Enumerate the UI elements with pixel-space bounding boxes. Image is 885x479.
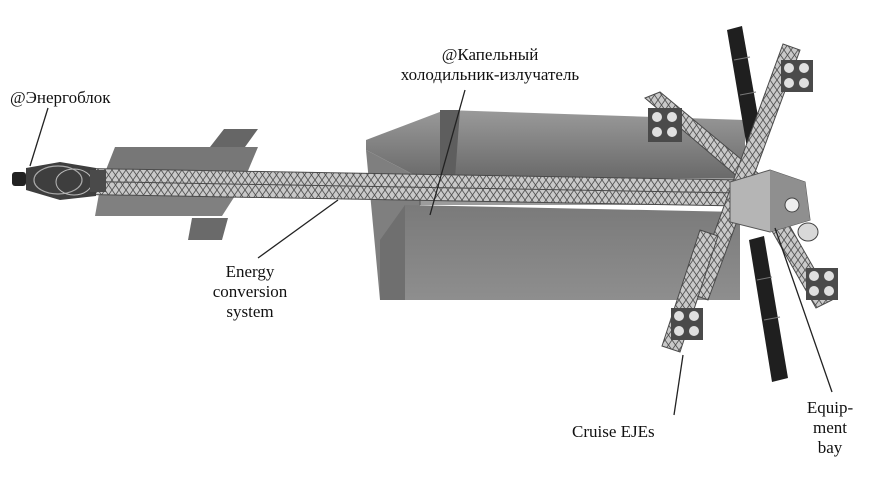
label-bay-line-3: bay [817,438,843,457]
engine-pod [806,268,838,300]
label-radiator-line-2: холодильник-излучатель [400,65,580,84]
label-droplet-radiator: @Капельный холодильник-излучатель [375,45,605,85]
label-cruise-ejes: Cruise EJEs [572,422,655,441]
equipment-bay [729,169,819,242]
label-energy-conversion-system: Energy conversion system [190,262,310,322]
label-power-unit: @Энергоблок [10,88,111,107]
label-equipment-bay: Equip- ment bay [790,398,870,458]
label-radiator-line-1: @Капельный [441,45,539,64]
label-bay-line-1: Equip- [806,398,854,417]
label-ecs-line-2: conversion [212,282,288,301]
leader-energy-conversion [257,199,339,259]
engine-pod [648,108,682,142]
reactor-power-unit [12,162,106,200]
label-bay-line-2: ment [813,418,847,437]
leader-radiator [429,89,466,216]
leader-cruise-ejes [673,354,684,416]
label-ecs-line-1: Energy [225,262,275,281]
leader-power-unit [29,107,49,167]
label-ecs-line-3: system [226,302,274,321]
droplet-radiator [366,110,745,300]
engine-pods [648,60,838,340]
engine-pod [671,308,703,340]
engine-pod [781,60,813,92]
leader-equipment-bay [774,227,833,393]
leader-lines [29,89,833,416]
